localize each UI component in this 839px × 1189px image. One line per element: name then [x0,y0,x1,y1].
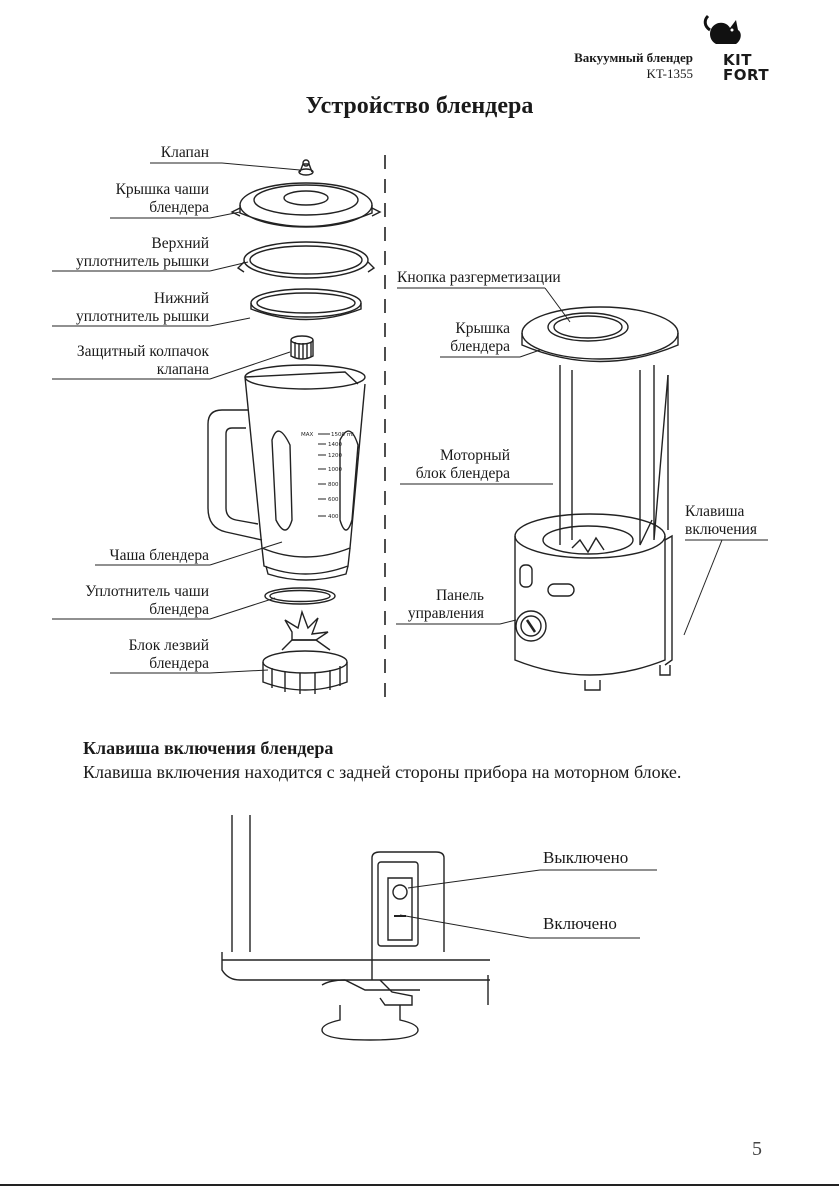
valve-cap-part [290,335,314,360]
label-jar: Чаша блендера [109,547,209,564]
jar-part [207,364,366,581]
label-switch-off: Выключено [543,848,629,867]
label-lower-seal-line2: уплотнитель рышки [76,308,209,325]
kitfort-cat-icon [703,14,741,44]
jar-scale-max: MAX [301,432,314,438]
jar-scale-600: 600 [328,497,339,503]
label-motor-line1: Моторный [439,447,510,464]
label-motor-line2: блок блендера [415,465,510,482]
lower-seal-part [250,288,362,321]
label-control-panel-line2: управления [407,605,484,622]
jar-seal-part [264,587,336,605]
bottom-rule [0,1184,839,1186]
header-model: KT-1355 [646,66,693,81]
jar-lid-part [230,182,382,228]
jar-scale-400: 400 [328,514,339,520]
page-title: Устройство блендера [305,93,534,119]
jar-scale [318,433,330,517]
label-control-panel-line1: Панель [435,587,484,604]
brand-logo: KIT FORT [702,14,774,84]
logo-text-fort: FORT [723,66,770,84]
jar-scale-1200: 1200 [328,453,342,459]
logo-text-kit: KIT [723,51,752,69]
label-valve-cap-line2: клапана [156,361,209,378]
section-text: Клавиша включения находится с задней сто… [83,762,682,782]
label-power-switch-line1: Клавиша [685,503,745,520]
valve-part [298,159,314,176]
label-lower-seal-line1: Нижний [153,290,209,307]
upper-seal-part [236,241,376,279]
label-jar-seal-line1: Уплотнитель чаши [85,583,209,600]
label-upper-seal-line1: Верхний [151,235,209,252]
label-valve-cap-line1: Защитный колпачок [76,343,209,360]
label-valve: Клапан [160,144,209,161]
assembled-blender [514,306,679,691]
jar-scale-1500: 1500 ml [331,432,354,438]
label-lid-line2: блендера [450,338,510,355]
label-power-switch-line2: включения [685,521,757,538]
page-number: 5 [752,1138,762,1160]
jar-scale-1000: 1000 [328,467,342,473]
header-product: Вакуумный блендер [574,50,693,65]
left-leader-lines [52,162,301,674]
label-switch-on: Включено [543,914,617,933]
label-depressurize-button: Кнопка разгерметизации [397,269,561,286]
label-jar-lid-line2: блендера [149,199,209,216]
label-blade-block-line1: Блок лезвий [128,637,209,654]
label-lid-line1: Крышка [455,320,510,337]
label-jar-seal-line2: блендера [149,601,209,618]
label-jar-lid-line1: Крышка чаши [115,181,209,198]
jar-scale-800: 800 [328,482,339,488]
label-upper-seal-line2: уплотнитель рышки [76,253,209,270]
label-blade-block-line2: блендера [149,655,209,672]
right-leader-lines [396,287,768,636]
switch-closeup-diagram [221,815,657,1041]
section-title: Клавиша включения блендера [83,738,334,758]
blade-block-part [262,609,348,694]
jar-scale-1400: 1400 [328,442,342,448]
